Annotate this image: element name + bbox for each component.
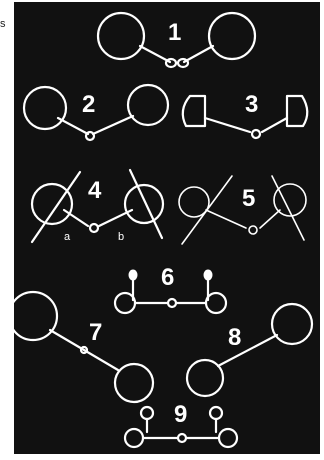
label-6: 6 [161,264,174,291]
label-4a: a [64,231,71,243]
label-3: 3 [245,91,258,118]
label-9: 9 [174,401,187,428]
label-7: 7 [89,319,102,346]
label-2: 2 [82,91,95,118]
label-8: 8 [228,324,241,351]
label-5: 5 [242,185,255,212]
diagram-background [14,2,320,454]
label-4b: b [118,231,124,243]
label-1: 1 [168,19,181,46]
label-4: 4 [88,177,102,204]
